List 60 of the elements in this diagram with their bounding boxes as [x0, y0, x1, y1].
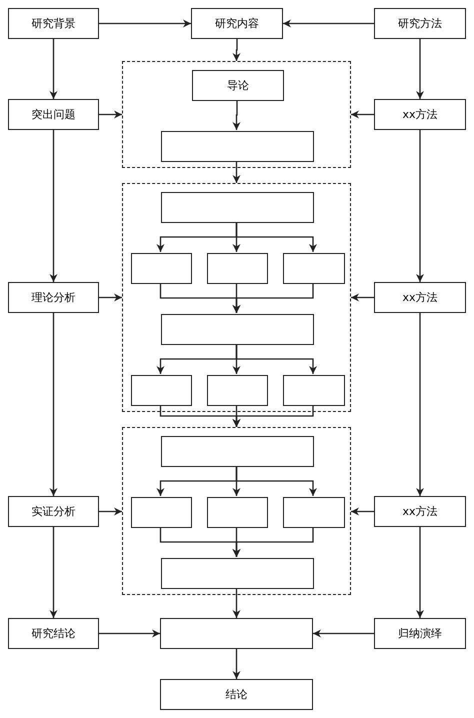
- process-box: [207, 497, 268, 528]
- arrow: [351, 110, 374, 118]
- arrow: [236, 222, 317, 252]
- process-box: 研究方法: [374, 8, 466, 39]
- process-box: 研究背景: [8, 8, 99, 39]
- arrow: [232, 588, 240, 618]
- process-box: [283, 253, 345, 284]
- arrow: [99, 294, 122, 302]
- process-box: [283, 375, 345, 406]
- arrow: [313, 630, 374, 638]
- arrow: [50, 39, 58, 99]
- process-box: 突出问题: [8, 99, 99, 130]
- arrow: [50, 527, 58, 618]
- dashed-frame: [122, 183, 351, 412]
- arrow: [236, 344, 317, 374]
- process-box: 理论分析: [8, 282, 99, 313]
- process-box: 结论: [160, 679, 313, 710]
- arrow: [50, 313, 58, 496]
- arrow: [99, 630, 160, 638]
- arrow: [99, 20, 191, 28]
- arrow: [232, 283, 314, 313]
- arrow: [99, 110, 122, 118]
- process-box: [161, 558, 314, 589]
- arrow: [50, 130, 58, 282]
- process-box: xx方法: [374, 496, 466, 527]
- arrow: [236, 466, 317, 496]
- arrow: [416, 527, 424, 618]
- process-box: 归纳演绎: [374, 618, 466, 649]
- arrow: [232, 649, 240, 679]
- arrow: [416, 130, 424, 282]
- process-box: [161, 436, 314, 467]
- process-box: xx方法: [374, 99, 466, 130]
- arrow: [232, 39, 240, 61]
- process-box: [283, 497, 345, 528]
- arrow: [232, 161, 240, 183]
- dashed-frame: [122, 427, 351, 595]
- process-box: [160, 618, 313, 649]
- process-box: [161, 131, 314, 162]
- arrow: [416, 313, 424, 496]
- process-box: 导论: [192, 70, 284, 101]
- arrow: [99, 508, 122, 516]
- process-box: 研究内容: [191, 8, 283, 39]
- process-box: [207, 253, 268, 284]
- process-box: 实证分析: [8, 496, 99, 527]
- process-box: [207, 375, 268, 406]
- process-box: [131, 253, 192, 284]
- process-box: [131, 497, 192, 528]
- process-box: [161, 192, 314, 223]
- arrow: [232, 527, 314, 557]
- process-box: [131, 375, 192, 406]
- arrow: [351, 294, 374, 302]
- arrow: [232, 100, 240, 130]
- arrow: [232, 405, 314, 427]
- arrow: [416, 39, 424, 99]
- arrow: [351, 508, 374, 516]
- process-box: [161, 314, 314, 345]
- dashed-frame: [122, 61, 351, 168]
- process-box: xx方法: [374, 282, 466, 313]
- process-box: 研究结论: [8, 618, 99, 649]
- arrow: [283, 20, 374, 28]
